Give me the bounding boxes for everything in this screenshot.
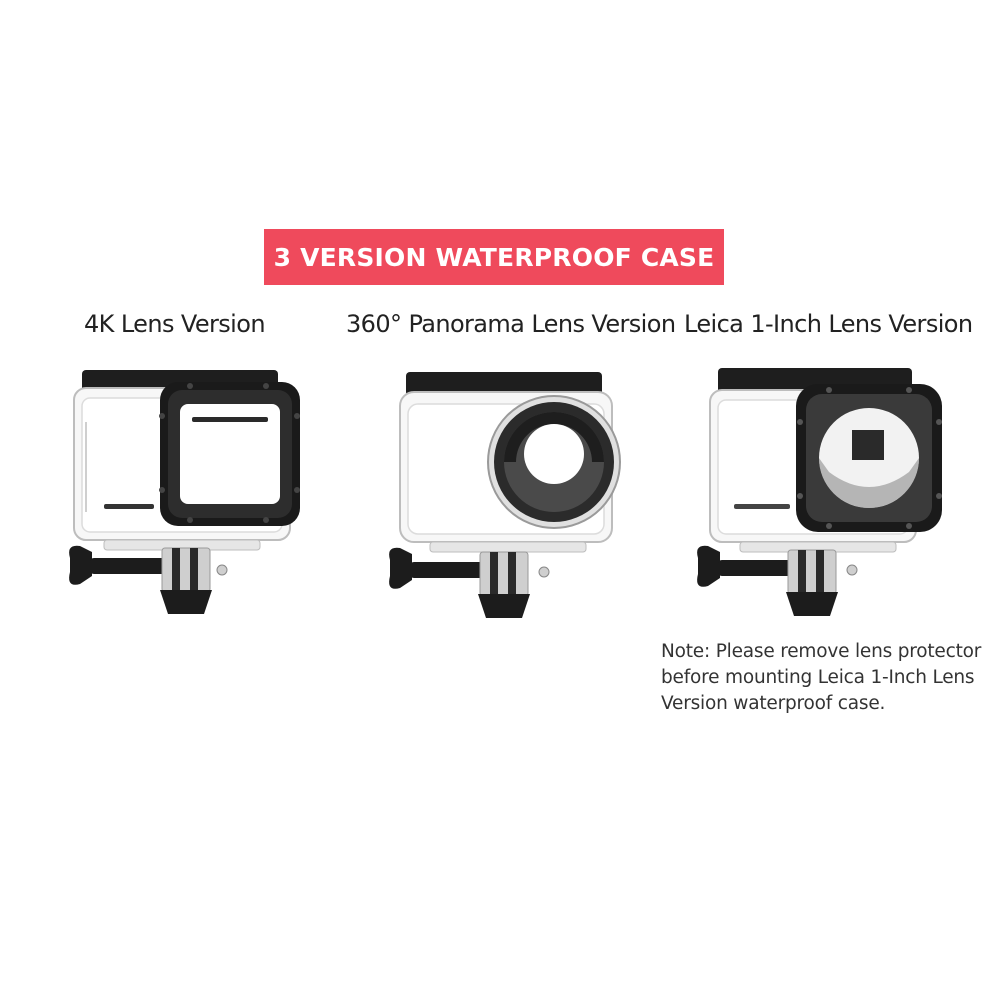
product-image-leica-case: [684, 362, 944, 632]
waterproof-case-4k-icon: [69, 370, 300, 614]
note-line-1: Note: Please remove lens protector: [661, 641, 982, 662]
version-label-4k: 4K Lens Version: [84, 310, 266, 338]
banner-title: 3 VERSION WATERPROOF CASE: [273, 242, 715, 272]
product-image-4k-case: [62, 362, 322, 632]
product-image-360-case: [372, 362, 632, 632]
title-banner: 3 VERSION WATERPROOF CASE: [264, 229, 724, 285]
note-line-3: Version waterproof case.: [661, 693, 886, 714]
version-label-leica: Leica 1-Inch Lens Version: [684, 310, 973, 338]
waterproof-case-360-icon: [389, 372, 621, 618]
installation-note: Note: Please remove lens protector befor…: [661, 639, 1000, 717]
note-line-2: before mounting Leica 1-Inch Lens: [661, 667, 975, 688]
waterproof-case-leica-icon: [697, 368, 942, 616]
version-label-360: 360° Panorama Lens Version: [346, 310, 676, 338]
